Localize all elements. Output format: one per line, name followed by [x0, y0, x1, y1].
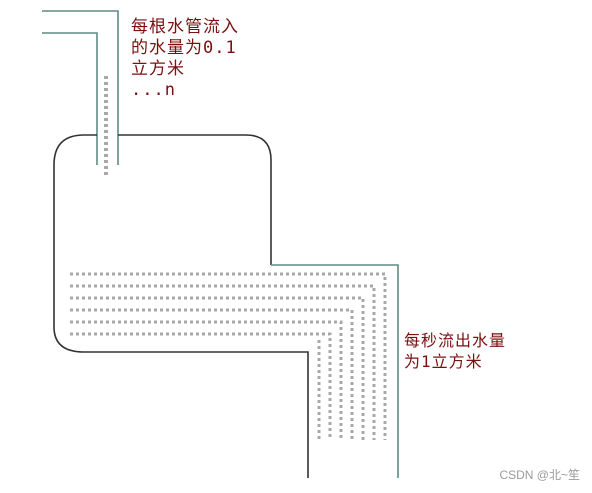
- outlet-label-line-2: 为1立方米: [404, 352, 483, 371]
- outflow-stream-4: [70, 308, 354, 440]
- outlet-flow-label: 每秒流出水量 为1立方米: [404, 330, 506, 372]
- inlet-label-line-1: 每根水管流入: [131, 17, 239, 37]
- tank-outline: [53, 134, 309, 478]
- inlet-flow-label: 每根水管流入 的水量为0.1 立方米 ...n: [131, 17, 239, 101]
- inlet-label-line-2: 的水量为0.1: [131, 38, 237, 58]
- outflow-stream-3: [70, 296, 365, 440]
- inlet-label-line-3: 立方米: [131, 59, 185, 79]
- inlet-pipe: [42, 10, 119, 165]
- watermark: CSDN @北~笙: [499, 468, 580, 482]
- inlet-label-line-4: ...n: [131, 80, 176, 100]
- tank-right-wall: [118, 134, 272, 265]
- outlet-pipe: [271, 264, 399, 478]
- outflow-stream-5: [70, 320, 343, 440]
- inlet-pipe-inner-wall: [42, 32, 98, 165]
- outflow-stream-6: [70, 332, 332, 440]
- outflow-water: [70, 272, 387, 440]
- outlet-label-line-1: 每秒流出水量: [404, 331, 507, 350]
- outflow-stream-1: [70, 272, 387, 440]
